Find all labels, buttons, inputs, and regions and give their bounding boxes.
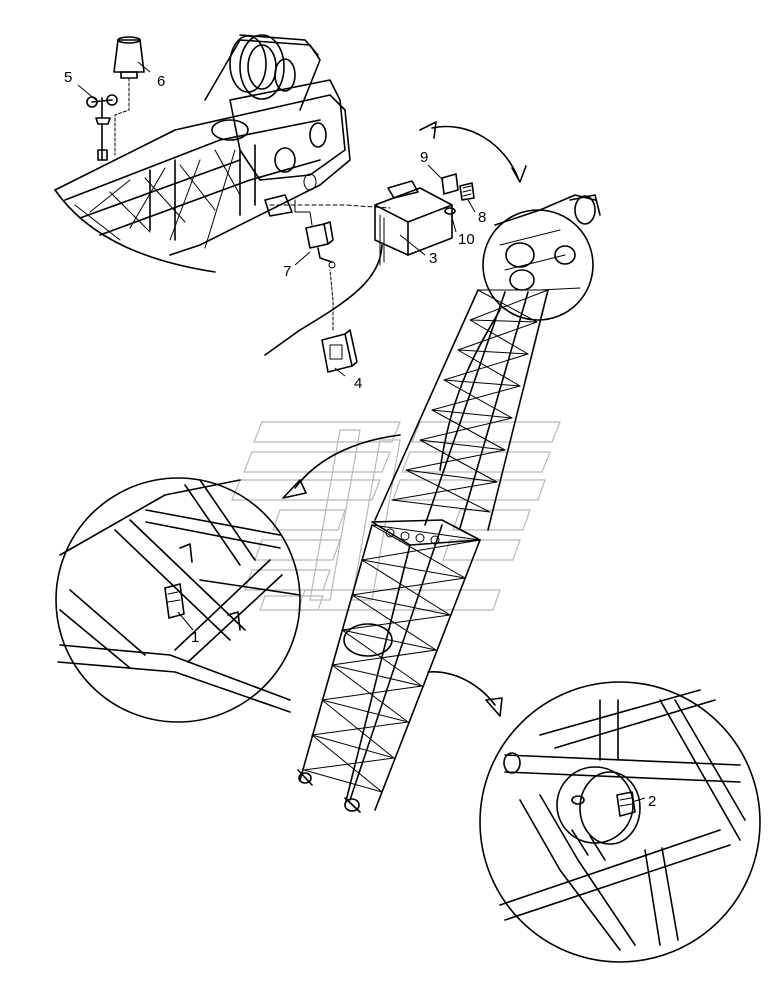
callout-1: 1	[191, 629, 199, 646]
cable-stub	[294, 199, 313, 226]
curved-arrow-icon	[282, 434, 401, 499]
callout-8: 8	[478, 209, 486, 226]
relay-part	[441, 173, 459, 195]
washer-part	[444, 207, 456, 215]
detail-circle-right	[479, 681, 761, 963]
limit-switch-part	[321, 269, 358, 373]
callout-5: 5	[64, 69, 72, 86]
callout-4: 4	[354, 375, 362, 392]
cable-to-sensor	[264, 244, 383, 356]
cable-route	[269, 204, 391, 209]
control-box-part	[374, 180, 453, 266]
curved-arrow-icon-lower	[427, 671, 503, 717]
callout-6: 6	[157, 73, 165, 90]
callout-3: 3	[429, 250, 437, 267]
connector-part	[459, 182, 475, 201]
beacon-light-part	[113, 36, 145, 156]
boom-head-assembly	[54, 34, 351, 273]
callout-7: 7	[283, 263, 291, 280]
curved-double-arrow-icon	[419, 121, 527, 183]
leaders	[77, 61, 646, 803]
callout-9: 9	[420, 149, 428, 166]
callout-10: 10	[458, 231, 475, 248]
detail-circle-left	[55, 477, 301, 723]
lattice-boom-lower	[297, 524, 481, 813]
sensor-part	[305, 221, 336, 269]
anemometer-part	[86, 94, 118, 161]
lattice-boom-upper	[374, 289, 549, 531]
boom-tip-detail	[482, 194, 601, 321]
callout-2: 2	[648, 793, 656, 810]
